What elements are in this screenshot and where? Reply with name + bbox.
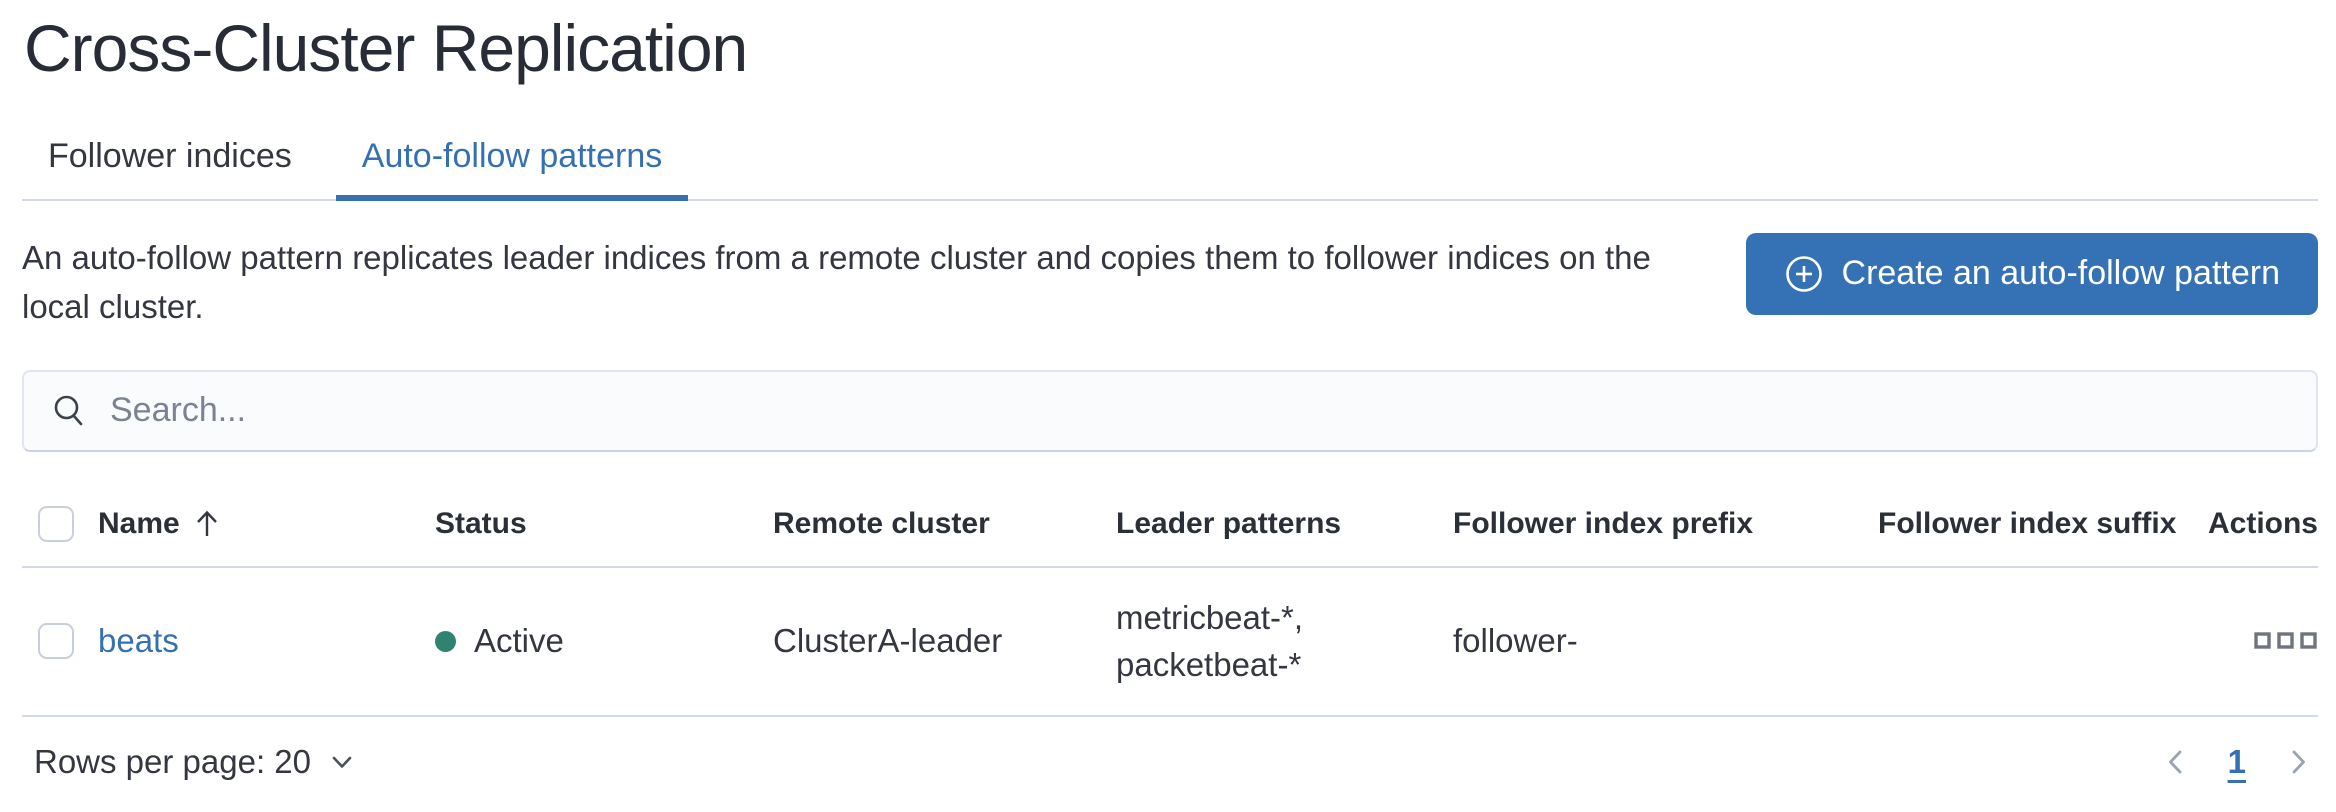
tab-bar: Follower indices Auto-follow patterns — [22, 139, 2318, 201]
tab-follower-indices[interactable]: Follower indices — [48, 136, 292, 175]
page-description: An auto-follow pattern replicates leader… — [22, 238, 1651, 326]
table-row: beats Active ClusterA-leader metricbeat-… — [22, 568, 2318, 718]
row-actions-boxes-horizontal-icon[interactable] — [2254, 631, 2318, 651]
plus-in-circle-icon — [1784, 254, 1824, 294]
chevron-right-icon[interactable] — [2282, 746, 2314, 778]
intro-section: An auto-follow pattern replicates leader… — [22, 232, 2318, 332]
column-header-follower-index-suffix[interactable]: Follower index suffix — [1878, 506, 2177, 540]
pagination: 1 — [2160, 743, 2314, 781]
search-icon — [50, 392, 88, 430]
search-input[interactable] — [110, 391, 2290, 431]
select-all-checkbox[interactable] — [38, 505, 74, 542]
follower-index-prefix-cell: follower- — [1453, 622, 1578, 660]
page-title: Cross-Cluster Replication — [24, 11, 748, 85]
tab-auto-follow-patterns[interactable]: Auto-follow patterns — [335, 139, 689, 201]
column-header-remote-cluster[interactable]: Remote cluster — [773, 506, 990, 540]
pattern-name-link[interactable]: beats — [98, 622, 179, 660]
status-label: Active — [474, 622, 564, 660]
status-active-dot-icon — [435, 630, 456, 652]
column-header-actions: Actions — [2207, 506, 2318, 540]
rows-per-page-label: Rows per page: 20 — [34, 743, 312, 781]
column-header-follower-index-prefix[interactable]: Follower index prefix — [1453, 506, 1754, 540]
table-footer: Rows per page: 20 1 — [22, 743, 2318, 781]
column-header-status[interactable]: Status — [435, 506, 527, 540]
column-header-leader-patterns[interactable]: Leader patterns — [1116, 506, 1342, 540]
chevron-down-icon — [327, 747, 357, 777]
create-auto-follow-pattern-button[interactable]: Create an auto-follow pattern — [1745, 232, 2318, 315]
create-button-label: Create an auto-follow pattern — [1841, 254, 2280, 293]
page-number-current[interactable]: 1 — [2227, 743, 2246, 781]
status-cell: Active — [435, 622, 564, 660]
table-header-row: Name Status Remote cluster Leader patter… — [22, 505, 2318, 568]
remote-cluster-cell: ClusterA-leader — [773, 622, 1003, 660]
leader-patterns-cell: metricbeat-*, packetbeat-* — [1116, 598, 1304, 684]
auto-follow-patterns-table: Name Status Remote cluster Leader patter… — [22, 505, 2318, 718]
column-header-name[interactable]: Name — [98, 507, 435, 541]
row-checkbox[interactable] — [38, 623, 74, 660]
chevron-left-icon[interactable] — [2160, 746, 2192, 778]
cross-cluster-replication-page: Cross-Cluster Replication Follower indic… — [0, 12, 2336, 781]
sort-ascending-arrow-icon — [192, 508, 222, 540]
rows-per-page-selector[interactable]: Rows per page: 20 — [34, 743, 357, 781]
search-bar[interactable] — [22, 369, 2318, 452]
